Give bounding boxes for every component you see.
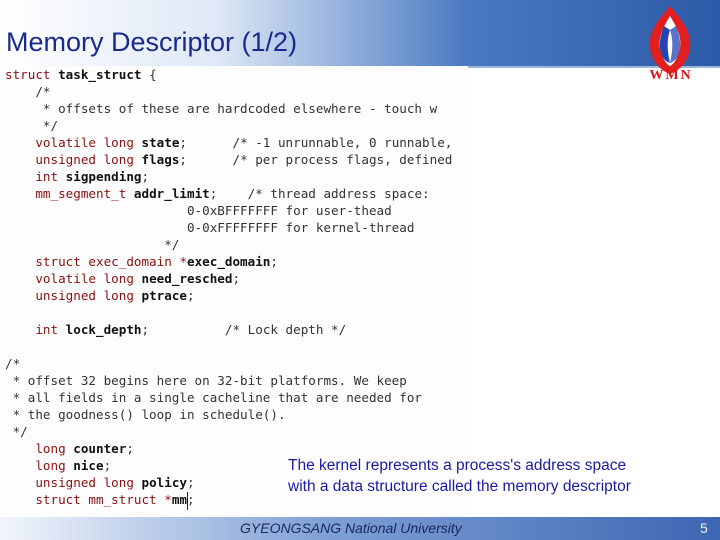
code-text: struct exec_domain * xyxy=(5,254,187,269)
code-line: int lock_depth; /* Lock depth */ xyxy=(5,321,346,338)
code-identifier: flags xyxy=(141,152,180,167)
footer-university: GYEONGSANG National University xyxy=(240,520,462,536)
code-text: ; xyxy=(126,441,134,456)
code-identifier: lock_depth xyxy=(65,322,142,337)
code-identifier: addr_limit xyxy=(133,186,210,201)
code-line: * all fields in a single cacheline that … xyxy=(5,389,422,406)
code-text: unsigned long xyxy=(5,152,142,167)
code-line: long nice; xyxy=(5,457,111,474)
code-text: ; /* thread address space: xyxy=(209,186,430,201)
code-text: * all fields in a single cacheline that … xyxy=(5,390,423,405)
code-line: unsigned long flags; /* per process flag… xyxy=(5,151,452,168)
caption: The kernel represents a process's addres… xyxy=(288,455,708,497)
code-text: /* xyxy=(5,84,51,99)
code-text: ; xyxy=(186,492,195,507)
caption-line-1: The kernel represents a process's addres… xyxy=(288,457,627,474)
code-text: ; xyxy=(186,288,195,303)
code-line: * offsets of these are hardcoded elsewhe… xyxy=(5,100,437,117)
code-text: */ xyxy=(5,237,180,252)
code-text: struct mm_struct * xyxy=(5,492,172,507)
code-line: unsigned long policy; xyxy=(5,474,195,491)
code-text: 0-0xBFFFFFFF for user-thead xyxy=(5,203,392,218)
code-line: volatile long state; /* -1 unrunnable, 0… xyxy=(5,134,452,151)
code-line: struct task_struct { xyxy=(5,66,157,83)
code-text: ; /* Lock depth */ xyxy=(141,322,347,337)
code-text: long xyxy=(5,458,74,473)
code-line: */ xyxy=(5,236,179,253)
caption-line-2: with a data structure called the memory … xyxy=(288,478,631,495)
code-line: long counter; xyxy=(5,440,134,457)
code-text: ; xyxy=(141,169,150,184)
code-text: unsigned long xyxy=(5,475,142,490)
code-text: long xyxy=(5,441,74,456)
code-identifier: sigpending xyxy=(65,169,142,184)
code-identifier: counter xyxy=(73,441,127,456)
code-text: int xyxy=(5,169,66,184)
slide-title: Memory Descriptor (1/2) xyxy=(6,27,298,57)
code-identifier: state xyxy=(141,135,180,150)
code-text: mm_segment_t xyxy=(5,186,134,201)
code-line: volatile long need_resched; xyxy=(5,270,240,287)
code-text: ; /* -1 unrunnable, 0 runnable, xyxy=(179,135,453,150)
code-text: { xyxy=(141,67,157,82)
code-line: */ xyxy=(5,423,28,440)
code-line: struct mm_struct *mm; xyxy=(5,491,195,508)
code-line: /* xyxy=(5,355,20,372)
code-text: */ xyxy=(5,424,28,439)
code-text: ; xyxy=(103,458,112,473)
code-identifier: need_resched xyxy=(141,271,233,286)
code-line: 0-0xBFFFFFFF for user-thead xyxy=(5,202,392,219)
code-text: volatile long xyxy=(5,135,142,150)
page-number: 5 xyxy=(700,520,708,536)
code-line: mm_segment_t addr_limit; /* thread addre… xyxy=(5,185,430,202)
code-identifier: task_struct xyxy=(58,67,142,82)
code-text: volatile long xyxy=(5,271,142,286)
code-identifier: policy xyxy=(141,475,187,490)
code-line: int sigpending; xyxy=(5,168,149,185)
wmn-logo-icon xyxy=(649,6,691,74)
code-text: * the goodness() loop in schedule(). xyxy=(5,407,286,422)
code-identifier: ptrace xyxy=(141,288,187,303)
code-text: ; /* per process flags, defined xyxy=(179,152,453,167)
code-line: */ xyxy=(5,117,58,134)
code-text: 0-0xFFFFFFFF for kernel-thread xyxy=(5,220,415,235)
logo-text: WMN xyxy=(649,68,693,83)
code-line: * offset 32 begins here on 32-bit platfo… xyxy=(5,372,407,389)
code-text: /* xyxy=(5,356,21,371)
code-text: struct xyxy=(5,67,59,82)
code-text: ; xyxy=(232,271,241,286)
code-text: ; xyxy=(186,475,195,490)
code-line: unsigned long ptrace; xyxy=(5,287,195,304)
code-block: struct task_struct { /* * offsets of the… xyxy=(0,66,468,520)
code-text: unsigned long xyxy=(5,288,142,303)
code-line: /* xyxy=(5,83,51,100)
code-line: struct exec_domain *exec_domain; xyxy=(5,253,278,270)
text-cursor xyxy=(187,492,188,510)
code-text: * offset 32 begins here on 32-bit platfo… xyxy=(5,373,407,388)
slide-footer xyxy=(0,517,720,540)
code-text: ; xyxy=(270,254,278,269)
code-text: int xyxy=(5,322,66,337)
code-line: * the goodness() loop in schedule(). xyxy=(5,406,286,423)
code-identifier: nice xyxy=(73,458,104,473)
code-text: * offsets of these are hardcoded elsewhe… xyxy=(5,101,438,116)
code-line: 0-0xFFFFFFFF for kernel-thread xyxy=(5,219,414,236)
code-text: */ xyxy=(5,118,59,133)
code-identifier: mm xyxy=(171,492,187,507)
code-identifier: exec_domain xyxy=(186,254,271,269)
slide-header xyxy=(0,0,720,66)
